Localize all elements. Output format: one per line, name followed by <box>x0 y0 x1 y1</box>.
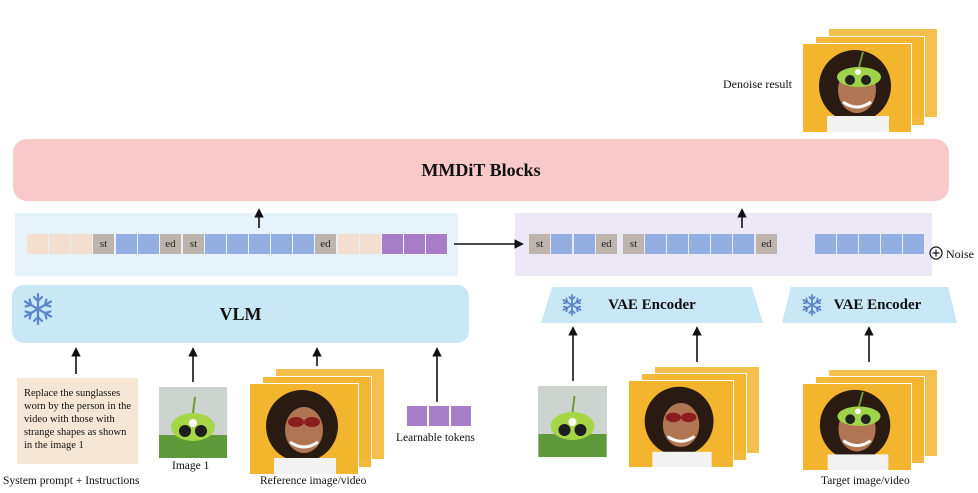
text-token <box>360 234 381 254</box>
learnable-tokens-label: Learnable tokens <box>396 432 475 444</box>
vae-encoder-label: VAE Encoder <box>608 296 696 313</box>
start-token: st <box>183 234 204 254</box>
end-token: ed <box>596 234 617 254</box>
text-token <box>49 234 70 254</box>
end-token: ed <box>160 234 181 254</box>
reference-label: Reference image/video <box>260 475 367 487</box>
target-frame <box>802 383 912 471</box>
learnable-token <box>451 406 471 426</box>
vlm-label: VLM <box>219 303 262 324</box>
noise-label: Noise <box>946 247 974 261</box>
latent-token <box>733 234 754 254</box>
vlm-block: VLM <box>12 285 469 343</box>
alien-toy-image <box>159 396 227 458</box>
start-token: st <box>529 234 550 254</box>
end-token: ed <box>315 234 336 254</box>
reference-vae-input <box>628 380 734 468</box>
plus-circle-icon <box>929 246 943 260</box>
latent-token <box>667 234 688 254</box>
text-token <box>27 234 48 254</box>
image-token <box>116 234 137 254</box>
snowflake-icon <box>562 294 582 316</box>
vae-encoder-label: VAE Encoder <box>833 296 922 313</box>
target-label: Target image/video <box>821 475 910 487</box>
noisy-latent-token <box>815 234 836 254</box>
learnable-token <box>404 234 425 254</box>
learnable-token <box>382 234 403 254</box>
image-1-label: Image 1 <box>172 460 210 472</box>
person-with-alien-glasses-image <box>819 389 891 470</box>
latent-token <box>574 234 595 254</box>
noisy-latent-token <box>837 234 858 254</box>
person-with-alien-glasses-image <box>819 50 891 132</box>
noisy-latent-token <box>903 234 924 254</box>
learnable-token <box>426 234 447 254</box>
text-token <box>338 234 359 254</box>
learnable-token <box>429 406 449 426</box>
image-token <box>293 234 314 254</box>
end-token: ed <box>756 234 777 254</box>
mmdit-label: MMDiT Blocks <box>421 159 541 180</box>
image-token <box>249 234 270 254</box>
image-token <box>227 234 248 254</box>
noisy-latent-token <box>859 234 880 254</box>
reference-frame <box>249 383 359 475</box>
snowflake-icon <box>802 294 822 316</box>
image-token <box>138 234 159 254</box>
denoise-result-label: Denoise result <box>723 77 792 91</box>
person-with-sunglasses-image <box>266 390 338 474</box>
latent-token <box>689 234 710 254</box>
snowflake-icon <box>23 292 53 326</box>
image-1-frame <box>159 387 227 458</box>
alien-toy-image <box>538 395 607 457</box>
instruction-text-box: Replace the sunglasses worn by the perso… <box>17 378 138 464</box>
latent-token <box>551 234 572 254</box>
person-with-sunglasses-image <box>644 386 714 467</box>
system-prompt-label: System prompt + Instructions <box>3 475 140 487</box>
image-1-vae-input <box>538 386 607 457</box>
image-token <box>205 234 226 254</box>
vae-encoder-reference: VAE Encoder <box>541 287 763 323</box>
mmdit-blocks: MMDiT Blocks <box>13 139 949 201</box>
text-token <box>71 234 92 254</box>
learnable-token <box>407 406 427 426</box>
image-token <box>271 234 292 254</box>
noisy-latent-token <box>881 234 902 254</box>
latent-token <box>645 234 666 254</box>
denoise-result-frame <box>802 43 912 133</box>
start-token: st <box>93 234 114 254</box>
latent-token <box>711 234 732 254</box>
start-token: st <box>623 234 644 254</box>
